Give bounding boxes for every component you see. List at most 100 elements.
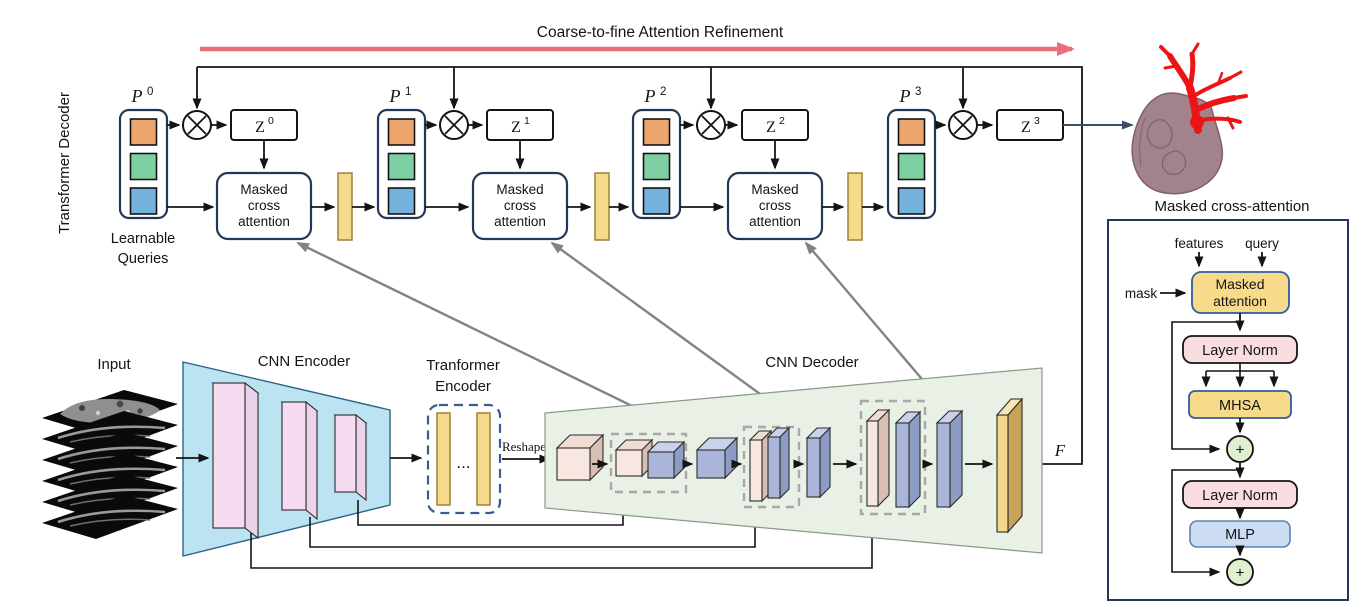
- cnn-decoder-label: CNN Decoder: [765, 354, 858, 371]
- te-dots: ...: [456, 453, 470, 472]
- z-sup-3: 3: [1034, 115, 1040, 127]
- decoder-stage-2: P 2 Z 2 Masked cross attention: [631, 86, 885, 241]
- z-sup-0: 0: [268, 115, 274, 127]
- panel-title: Masked cross-attention: [1154, 198, 1309, 215]
- masked-cross-attention-box-2: [726, 171, 824, 241]
- p-label-1: P: [389, 86, 401, 106]
- encoder-slab-1: [211, 381, 260, 540]
- query-token-blue: [642, 187, 671, 215]
- p-sup-3: 3: [915, 86, 921, 98]
- mca-line2: cross: [759, 198, 792, 213]
- te-label-line1: Tranformer: [426, 357, 500, 374]
- mhsa-label: MHSA: [1219, 398, 1261, 414]
- z-label-0: Z: [255, 119, 265, 136]
- te-token-bar: [476, 412, 491, 506]
- masked-cross-attention-panel: Masked cross-attention features query Ma…: [1107, 198, 1349, 601]
- encoder-slab-2: [280, 400, 319, 521]
- skip-line-1: [250, 516, 877, 569]
- p-sup-1: 1: [405, 86, 411, 98]
- mca-line3: attention: [749, 214, 801, 229]
- decoder-slab-blue-1: [805, 426, 832, 499]
- decoder-slab-pink-1: [865, 408, 891, 508]
- f-label: F: [1054, 441, 1066, 460]
- query-token-blue: [387, 187, 416, 215]
- learnable-queries-line1: Learnable: [111, 231, 176, 247]
- heart-contour: [1161, 150, 1187, 175]
- encoder-slab-3: [333, 413, 368, 502]
- z-sup-2: 2: [779, 115, 785, 127]
- decoder-slab-blue-0: [766, 426, 791, 500]
- mca-line1: Masked: [496, 182, 543, 197]
- query-token-green: [642, 152, 671, 181]
- query-label: query: [1245, 236, 1279, 251]
- decoder-slab-blue-2: [894, 410, 922, 509]
- multiply-icon-0: [182, 110, 212, 140]
- decoder-slab-blue-3: [935, 409, 964, 509]
- mca-line1: Masked: [240, 182, 287, 197]
- decoder-stage-1: P 1 Z 1 Masked cross attention: [376, 86, 630, 241]
- feature-loop: [192, 66, 1083, 465]
- te-token-bar: [436, 412, 451, 506]
- multiply-icon-3: [948, 110, 978, 140]
- z-label-3: Z: [1021, 119, 1031, 136]
- coarse-to-fine-header: Coarse-to-fine Attention Refinement: [200, 24, 1075, 56]
- multiply-icon-1: [439, 110, 469, 140]
- feature-bar-1: [594, 172, 610, 241]
- mca-line3: attention: [238, 214, 290, 229]
- heart-blob: [1131, 92, 1224, 195]
- layer-norm-label-1: Layer Norm: [1202, 343, 1278, 359]
- ct-slice: [42, 495, 178, 539]
- add-icon-2: [1226, 558, 1254, 586]
- masked-cross-attention-box-0: [215, 171, 313, 241]
- cnn-decoder: CNN Decoder: [544, 354, 1066, 554]
- decoder-stage-3: P 3 Z 3: [886, 86, 1134, 220]
- refinement-title: Coarse-to-fine Attention Refinement: [537, 24, 784, 41]
- mca-line3: attention: [494, 214, 546, 229]
- features-label: features: [1175, 236, 1224, 251]
- feature-bar-0: [337, 172, 353, 241]
- ct-slice: [42, 453, 178, 497]
- p-label-3: P: [899, 86, 911, 106]
- decoder-slab-yellow: [995, 397, 1024, 534]
- mca-line2: cross: [504, 198, 537, 213]
- decoder-cube-pink-1: [614, 438, 654, 478]
- mlp-label: MLP: [1225, 527, 1255, 543]
- z-sup-1: 1: [524, 115, 530, 127]
- query-token-green: [129, 152, 158, 181]
- cnn-encoder-label: CNN Encoder: [258, 353, 351, 370]
- plus-sign: +: [1236, 565, 1245, 582]
- masked-attention-line2: attention: [1213, 293, 1267, 309]
- masked-cross-attention-box-1: [471, 171, 569, 241]
- masked-attention-line1: Masked: [1215, 276, 1264, 292]
- p-label-2: P: [644, 86, 656, 106]
- decoder-dashed-box-1: [742, 425, 801, 509]
- learnable-queries-line2: Queries: [118, 251, 169, 267]
- query-token-green: [897, 152, 926, 181]
- transformer-encoder: Tranformer Encoder ... Reshape: [390, 357, 551, 515]
- multiply-icon-2: [696, 110, 726, 140]
- decoder-cube-blue-1: [695, 436, 739, 480]
- p-label-0: P: [131, 86, 143, 106]
- reshape-label: Reshape: [502, 439, 546, 454]
- query-token-orange: [129, 118, 158, 146]
- p-sup-2: 2: [660, 86, 666, 98]
- residual-skip-1: [1171, 321, 1240, 454]
- plus-sign: +: [1236, 442, 1245, 459]
- p-sup-0: 0: [147, 86, 153, 98]
- feature-bar-2: [847, 172, 863, 241]
- decoder-cube-blue-0: [646, 440, 686, 480]
- ct-slice: [42, 411, 178, 455]
- ct-slice: [42, 432, 178, 476]
- z-label-2: Z: [766, 119, 776, 136]
- cnn-encoder: CNN Encoder: [176, 353, 391, 557]
- z-label-1: Z: [511, 119, 521, 136]
- mask-label: mask: [1125, 286, 1158, 301]
- transformer-decoder-label: Transformer Decoder: [56, 92, 73, 234]
- heart-contour: [1139, 117, 1146, 167]
- query-token-green: [387, 152, 416, 181]
- input-stack: Input: [42, 356, 178, 539]
- decoder-dashed-box-2: [859, 399, 927, 516]
- segmentation-output-image: [1131, 42, 1248, 195]
